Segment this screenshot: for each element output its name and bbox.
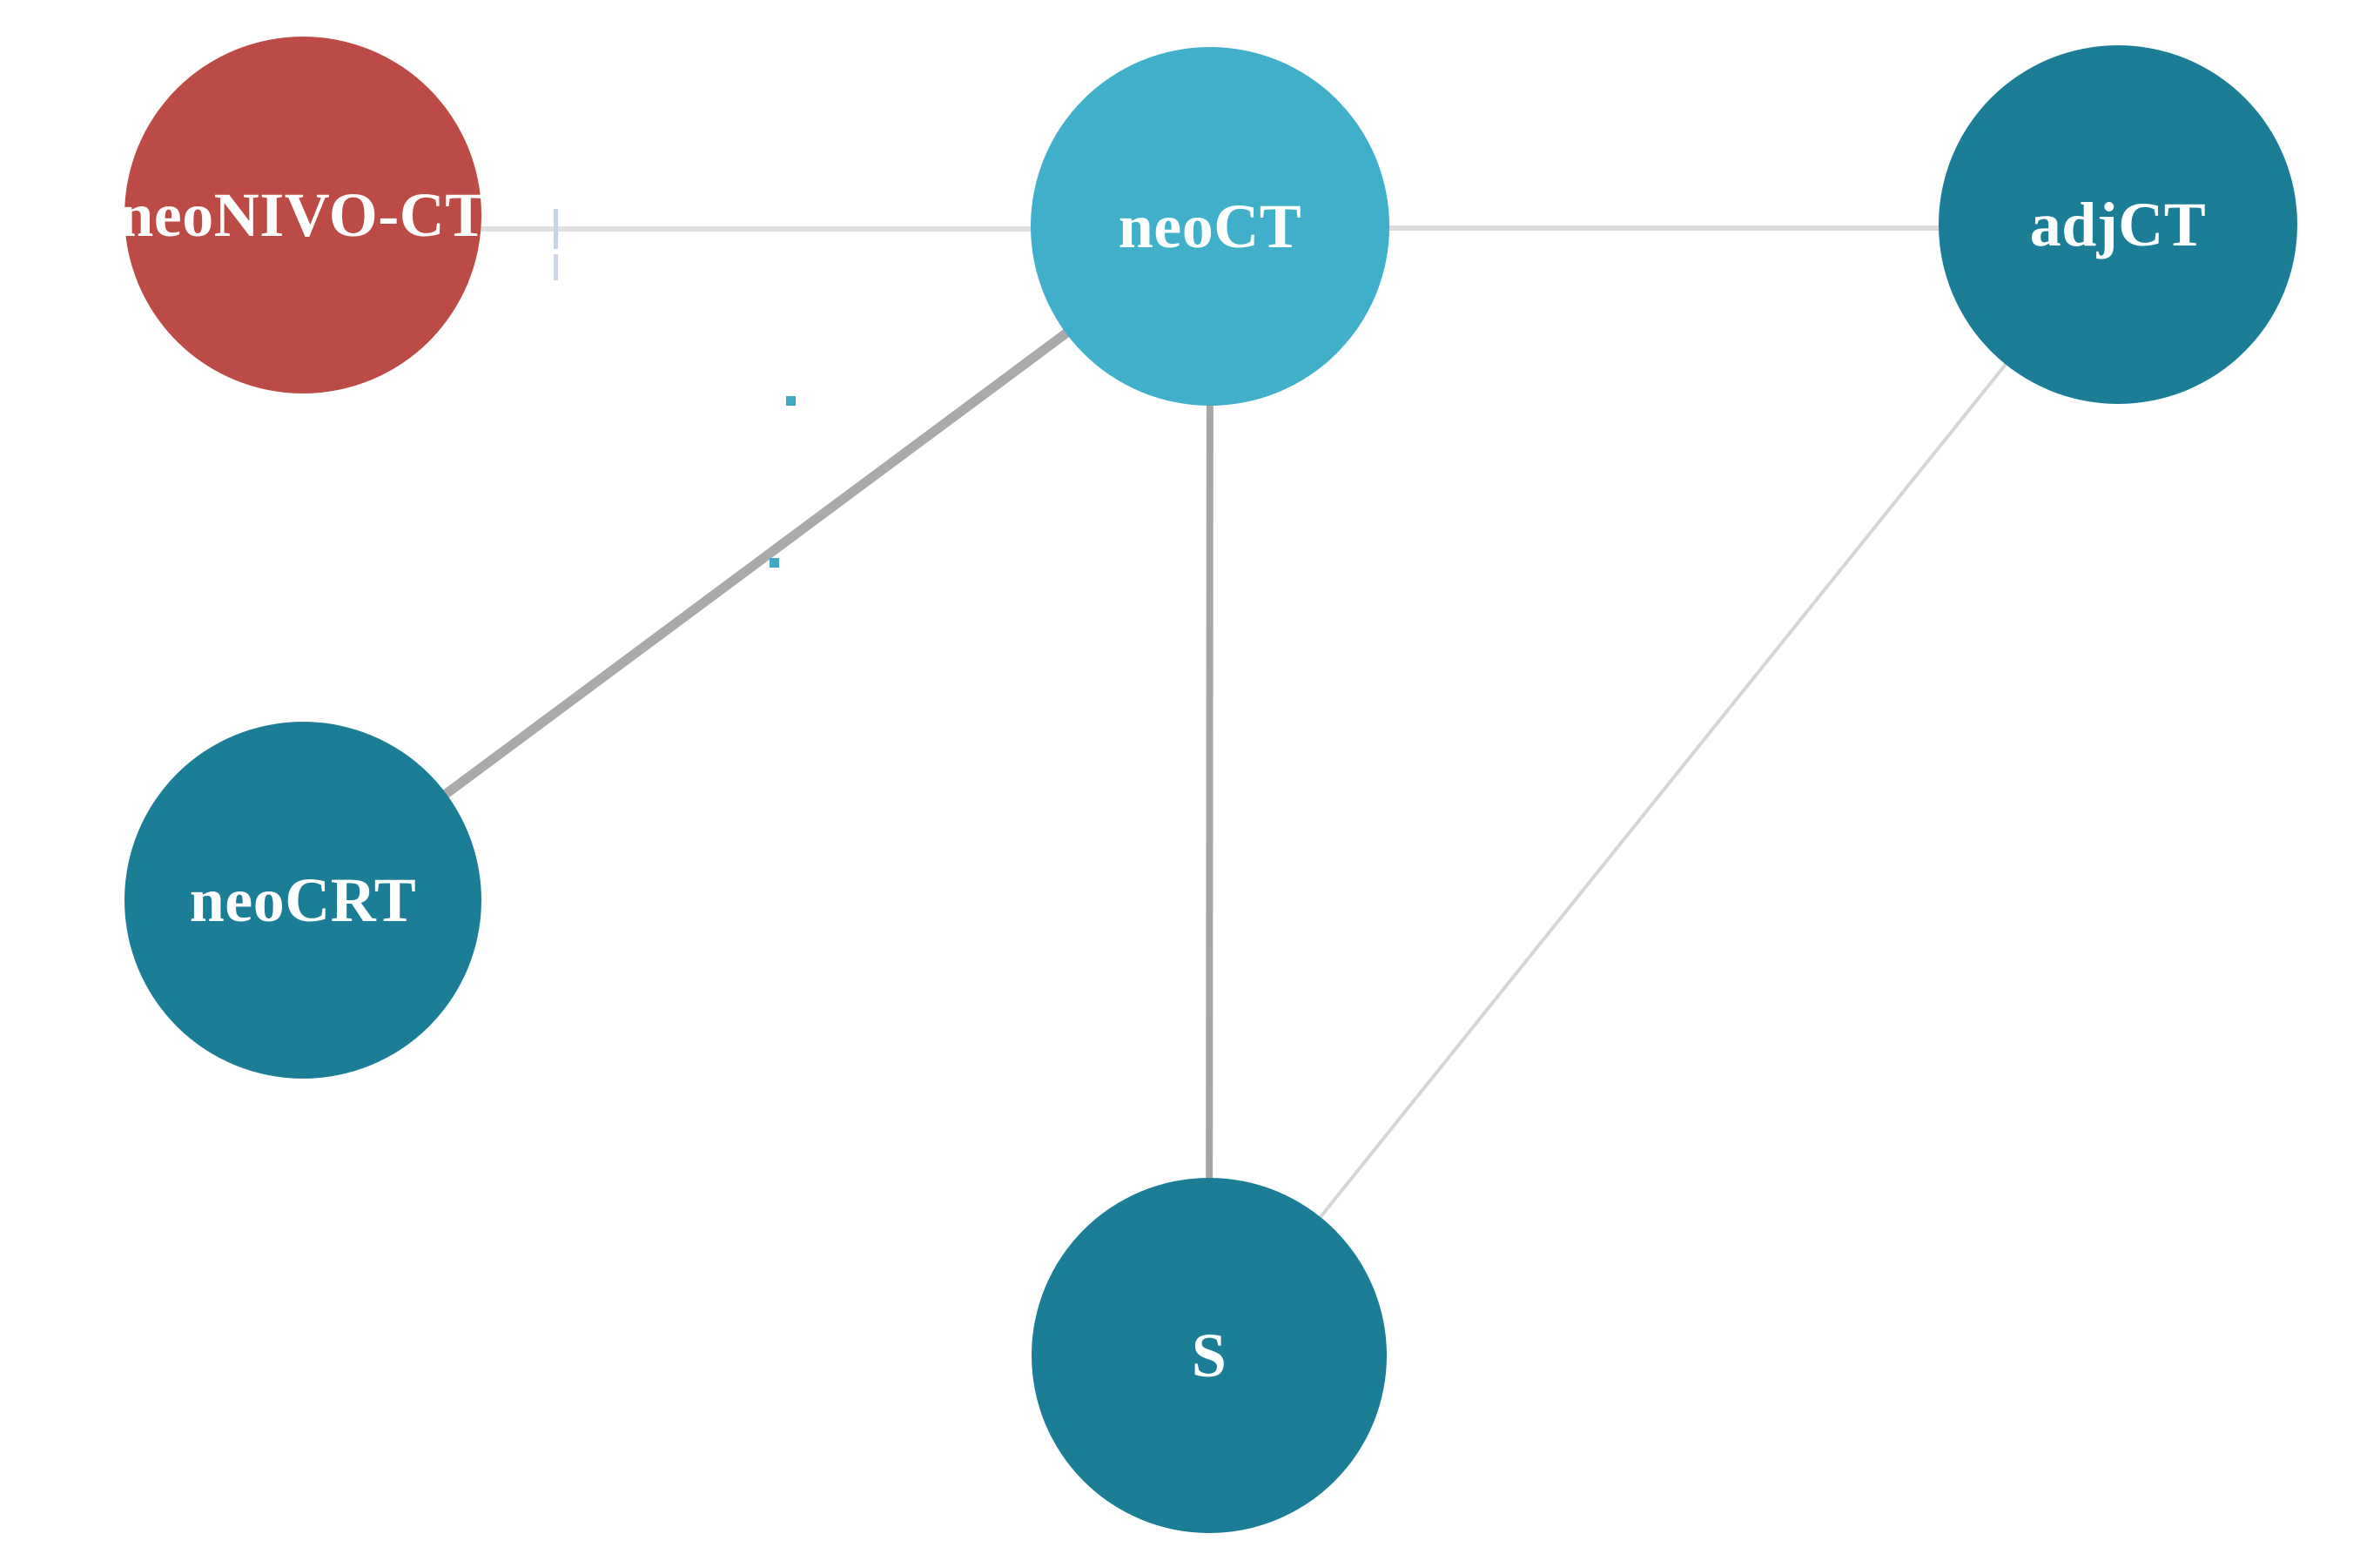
edge-tick-marker [554, 209, 558, 249]
node-adjct[interactable]: adjCT [1939, 45, 2297, 404]
node-label-neonivoct: neoNIVO-CT [118, 180, 487, 250]
node-neoct[interactable]: neoCT [1031, 47, 1389, 406]
edge-adjct-s [1207, 223, 2120, 1357]
edge-neoct-neocrt [299, 222, 1214, 905]
node-neonivoct[interactable]: neoNIVO-CT [118, 37, 487, 393]
edge-neoct-s [1206, 225, 1214, 1356]
node-s[interactable]: S [1032, 1178, 1387, 1533]
node-label-neocrt: neoCRT [189, 865, 417, 935]
edge-tick-marker-lower [554, 254, 558, 280]
node-label-s: S [1191, 1321, 1227, 1390]
node-label-adjct: adjCT [2029, 190, 2207, 259]
node-neocrt[interactable]: neoCRT [124, 722, 481, 1079]
edge-tick-marker-neocrt-b [770, 558, 779, 568]
node-label-neoct: neoCT [1118, 192, 1302, 261]
edge-tick-marker-neocrt-a [786, 396, 796, 406]
